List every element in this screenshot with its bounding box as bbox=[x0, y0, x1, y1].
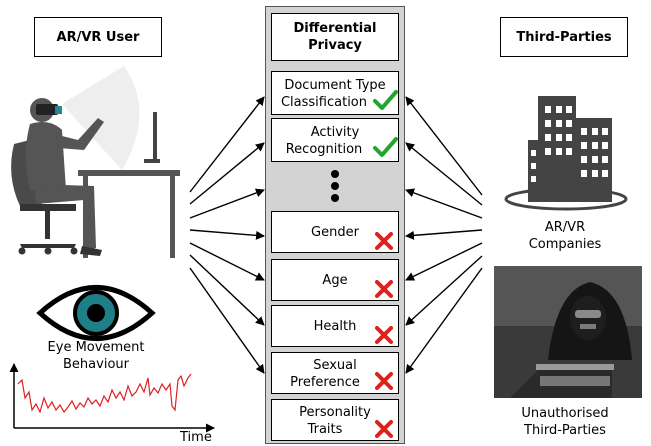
attribute-label-line1: Activity bbox=[310, 125, 360, 140]
attribute-label-line1: Health bbox=[313, 319, 357, 334]
unauth-line2: Third-Parties bbox=[524, 423, 606, 438]
companies-line1: AR/VR bbox=[544, 220, 586, 235]
arrow-right-7 bbox=[405, 267, 483, 374]
cross-icon bbox=[375, 372, 393, 390]
cross-icon bbox=[375, 420, 393, 438]
cross-icon bbox=[375, 280, 393, 298]
attribute-label-line1: Personality bbox=[299, 405, 371, 420]
arrow-right-4 bbox=[405, 229, 483, 240]
arrow-left-6 bbox=[189, 254, 265, 326]
check-icon bbox=[373, 90, 398, 110]
time-axis-label: Time bbox=[180, 430, 212, 445]
unauth-line1: Unauthorised bbox=[521, 406, 609, 421]
left-arrows bbox=[189, 96, 265, 374]
arrow-right-3 bbox=[405, 188, 483, 219]
eye-caption-line1: Eye Movement bbox=[47, 340, 145, 355]
ar-vr-user-header-label: AR/VR User bbox=[56, 29, 140, 45]
hacker-photo bbox=[494, 266, 642, 398]
signal-line bbox=[17, 373, 192, 414]
right-arrows bbox=[405, 96, 483, 374]
cross-icon bbox=[375, 326, 393, 344]
arrow-left-4 bbox=[189, 229, 265, 240]
third-parties-header: Third-Parties bbox=[500, 17, 628, 57]
arrow-right-5 bbox=[405, 242, 483, 281]
attribute-label-line1: Sexual bbox=[313, 358, 357, 373]
eye-movement-signal-plot bbox=[9, 363, 215, 433]
arrow-right-6 bbox=[405, 255, 483, 326]
ellipsis-dots bbox=[331, 170, 339, 202]
arrow-left-2 bbox=[189, 142, 265, 205]
eye-movement-caption: Eye Movement Behaviour bbox=[34, 339, 158, 373]
arrow-left-7 bbox=[189, 267, 265, 374]
attribute-label-line1: Document Type bbox=[284, 78, 386, 93]
eye-icon bbox=[36, 285, 156, 341]
differential-privacy-header: Differential Privacy bbox=[271, 13, 399, 61]
attribute-label-line1: Gender bbox=[311, 225, 359, 240]
unauthorised-caption: Unauthorised Third-Parties bbox=[500, 405, 630, 439]
attribute-label-line2: Recognition bbox=[285, 142, 363, 157]
attribute-label-line2: Traits bbox=[307, 422, 343, 437]
attribute-box-document-type: Document Type Classification bbox=[271, 71, 399, 115]
arrow-right-1 bbox=[405, 96, 483, 196]
cross-icon bbox=[375, 232, 393, 250]
companies-line2: Companies bbox=[528, 237, 602, 252]
companies-caption: AR/VR Companies bbox=[500, 219, 630, 253]
arrow-left-5 bbox=[189, 242, 265, 281]
attribute-label-line2: Classification bbox=[280, 95, 368, 110]
attribute-box-personality-traits: Personality Traits bbox=[271, 399, 399, 441]
attribute-label-line1: Age bbox=[322, 273, 348, 288]
dp-header-line1: Differential bbox=[293, 21, 377, 36]
vr-user-illustration bbox=[11, 66, 180, 258]
attribute-box-activity-recognition: Activity Recognition bbox=[271, 118, 399, 162]
ar-vr-user-header: AR/VR User bbox=[34, 17, 162, 57]
building-icon bbox=[504, 96, 628, 211]
attribute-label-line2: Preference bbox=[290, 375, 360, 390]
dp-header-line2: Privacy bbox=[308, 38, 362, 53]
arrow-left-3 bbox=[189, 188, 265, 219]
eye-caption-line2: Behaviour bbox=[63, 357, 129, 372]
check-icon bbox=[373, 137, 398, 157]
arrow-right-2 bbox=[405, 142, 483, 206]
third-parties-header-label: Third-Parties bbox=[516, 29, 612, 45]
arrow-left-1 bbox=[189, 96, 265, 193]
